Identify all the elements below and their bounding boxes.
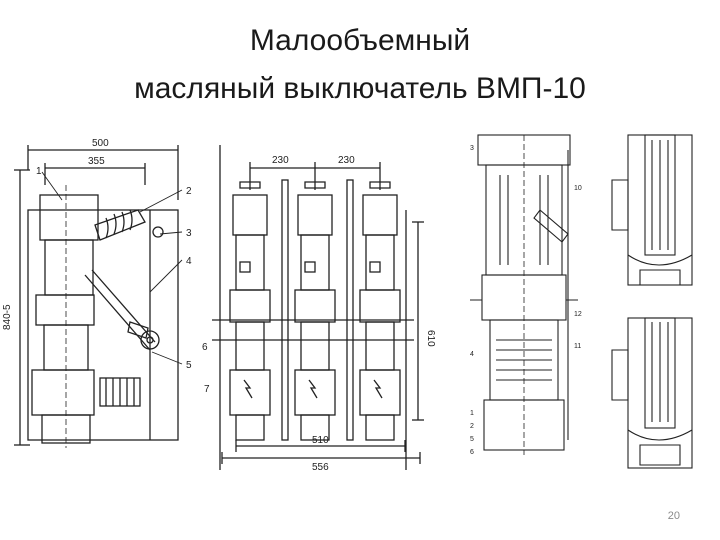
section-callout-3: 3: [470, 145, 474, 152]
slide-title-line-2: масляный выключатель ВМП-10: [134, 72, 586, 105]
section-callout-12: 12: [574, 311, 582, 318]
side-view-drawing: [14, 145, 179, 448]
dim-230-left: 230: [272, 155, 289, 166]
detail-section-bottom: [611, 317, 693, 469]
dim-500: 500: [92, 138, 109, 149]
pole-left: [229, 181, 271, 441]
pole-right: [359, 181, 401, 441]
callout-7: 7: [204, 384, 210, 395]
section-callout-11: 11: [574, 343, 581, 350]
detail-section-top: [611, 134, 693, 286]
section-callout-6: 6: [470, 449, 474, 456]
section-callout-1: 1: [470, 410, 474, 417]
dim-610: 610: [425, 330, 436, 347]
dim-230-right: 230: [338, 155, 355, 166]
slide-number: 20: [667, 510, 680, 522]
dim-556: 556: [312, 462, 329, 473]
dim-355: 355: [88, 156, 105, 167]
callout-3: 3: [186, 228, 192, 239]
section-callout-5: 5: [470, 436, 474, 443]
dim-510: 510: [312, 435, 329, 446]
slide-title-line-1: Малообъемный: [249, 24, 471, 57]
dim-840-5: 840-5: [2, 304, 13, 330]
callout-2: 2: [186, 186, 192, 197]
callout-1: 1: [36, 166, 42, 177]
section-callout-4: 4: [470, 351, 474, 358]
front-view-drawing: [212, 145, 424, 470]
pole-middle: [294, 181, 336, 441]
callout-5: 5: [186, 360, 192, 371]
technical-drawing: 500 355 840-5 1 2 3 4 5 230 230 610 510 …: [2, 134, 693, 473]
section-callout-2: 2: [470, 423, 474, 430]
callout-6: 6: [202, 342, 208, 353]
cross-section-drawing: [470, 134, 578, 455]
callout-4: 4: [186, 256, 192, 267]
section-callout-10: 10: [574, 185, 582, 192]
